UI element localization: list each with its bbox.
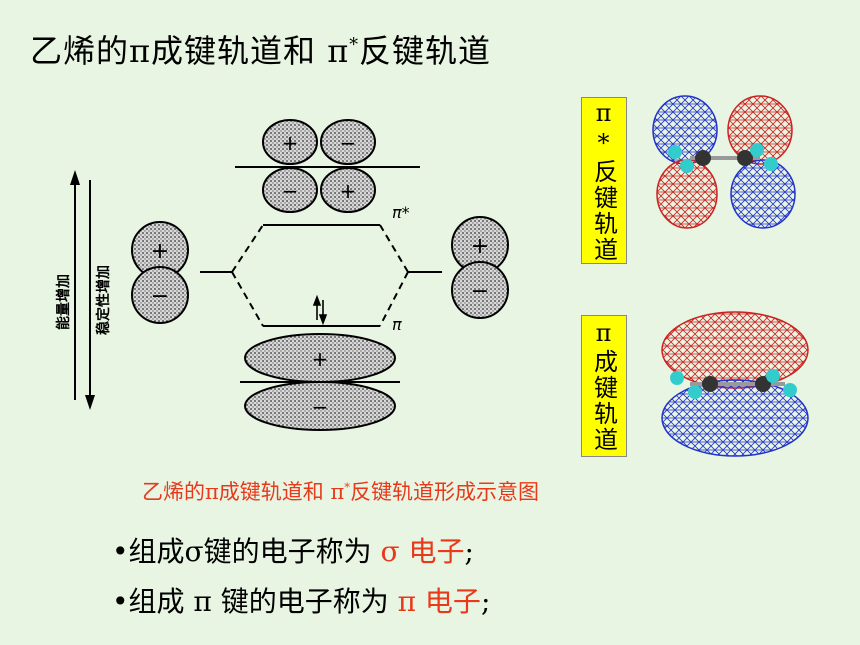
minus-sign: − [340,131,357,155]
plus-sign: + [151,239,169,264]
diagram-caption: 乙烯的π成键轨道和 π*反键轨道形成示意图 [142,480,540,504]
energy-axis [70,170,95,410]
plus-sign: + [340,179,357,203]
pi-star-level-label: π* [392,203,410,222]
plus-sign: + [282,131,299,155]
electron-pair [312,294,328,326]
page-title: 乙烯的π成键轨道和 π*反键轨道 [30,32,492,70]
minus-sign: − [151,284,169,309]
minus-sign: − [471,279,489,304]
mo-diagram: 能量增加 稳定性增加 + − + − π* π + − [55,119,509,431]
minus-sign: − [312,395,329,419]
minus-sign: − [282,179,299,203]
plus-sign: + [312,347,329,371]
left-p-orbital: + − [131,221,189,324]
energy-levels [200,224,442,327]
antibonding-orbital-model [652,95,796,229]
bonding-orbital-model [661,311,809,457]
antibonding-label: π*反键轨道 [581,97,627,264]
pi-electron-bullet: •组成 π 键的电子称为 π 电子; [112,585,491,618]
sigma-electron-bullet: •组成σ键的电子称为 σ 电子; [112,535,474,568]
stability-increase-label: 稳定性增加 [95,265,112,335]
energy-increase-label: 能量增加 [55,274,72,330]
right-p-orbital: + − [451,216,509,319]
pi-level-label: π [392,315,402,334]
pi-antibonding-orbital: + − − + [235,119,420,213]
pi-bonding-orbital: + − [240,333,400,431]
plus-sign: + [471,234,489,259]
bonding-label: π成键轨道 [581,315,627,457]
